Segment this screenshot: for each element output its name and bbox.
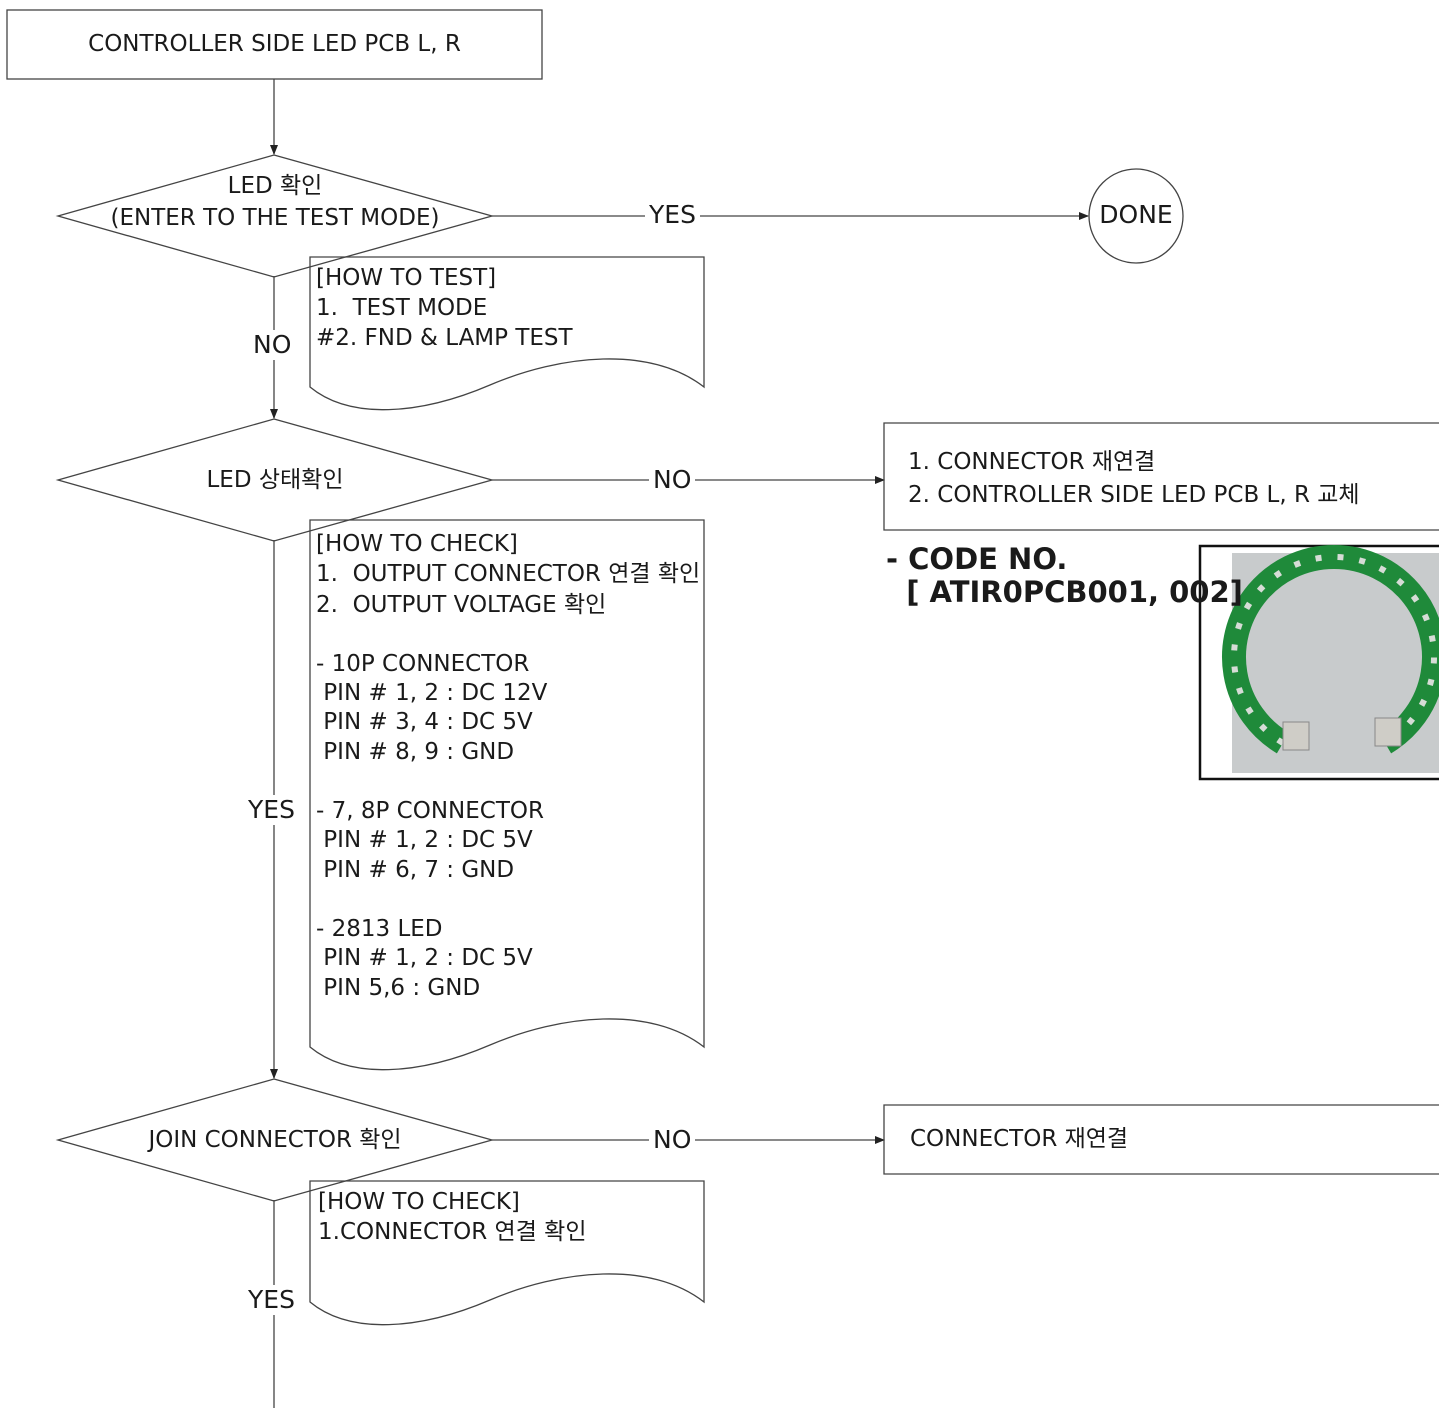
action-1-line2: 2. CONTROLLER SIDE LED PCB L, R 교체 [908,481,1360,511]
note-line: 1. TEST MODE [316,294,487,324]
note-line: - 2813 LED [316,915,443,945]
note-line: PIN # 6, 7 : GND [316,856,514,886]
note-line: 2. OUTPUT VOLTAGE 확인 [316,591,606,621]
action-2-label: CONNECTOR 재연결 [910,1125,1128,1155]
note-line: - 7, 8P CONNECTOR [316,797,544,827]
done-terminal-label: DONE [1089,200,1183,230]
note-line: 1.CONNECTOR 연결 확인 [318,1218,587,1248]
decision-join-connector-yes-label: YES [244,1285,299,1315]
note-line: [HOW TO CHECK] [316,530,518,560]
start-box-label: CONTROLLER SIDE LED PCB L, R [7,30,542,60]
decision-led-check-yes-label: YES [645,200,700,230]
code-number: - CODE NO. [ ATIR0PCB001, 002] [886,543,1243,609]
decision-led-check-line2: (ENTER TO THE TEST MODE) [58,204,492,234]
note-line: [HOW TO TEST] [316,264,496,294]
decision-join-connector-label: JOIN CONNECTOR 확인 [58,1126,492,1156]
note-line: PIN 5,6 : GND [316,974,480,1004]
note-line: - 10P CONNECTOR [316,650,529,680]
decision-led-status-no-label: NO [649,465,695,495]
decision-join-connector-no-label: NO [649,1125,695,1155]
decision-led-check-line1: LED 확인 [58,172,492,202]
note-line: PIN # 1, 2 : DC 5V [316,826,533,856]
note-line: 1. OUTPUT CONNECTOR 연결 확인 [316,560,700,590]
decision-led-check-no-label: NO [249,330,295,360]
note-line: [HOW TO CHECK] [318,1188,520,1218]
note-line: PIN # 3, 4 : DC 5V [316,708,533,738]
decision-led-status-yes-label: YES [244,795,299,825]
decision-led-status-label: LED 상태확인 [58,466,492,496]
action-1-line1: 1. CONNECTOR 재연결 [908,448,1155,478]
note-line: #2. FND & LAMP TEST [316,324,573,354]
note-line: PIN # 8, 9 : GND [316,738,514,768]
note-line: PIN # 1, 2 : DC 5V [316,944,533,974]
note-line: PIN # 1, 2 : DC 12V [316,679,547,709]
